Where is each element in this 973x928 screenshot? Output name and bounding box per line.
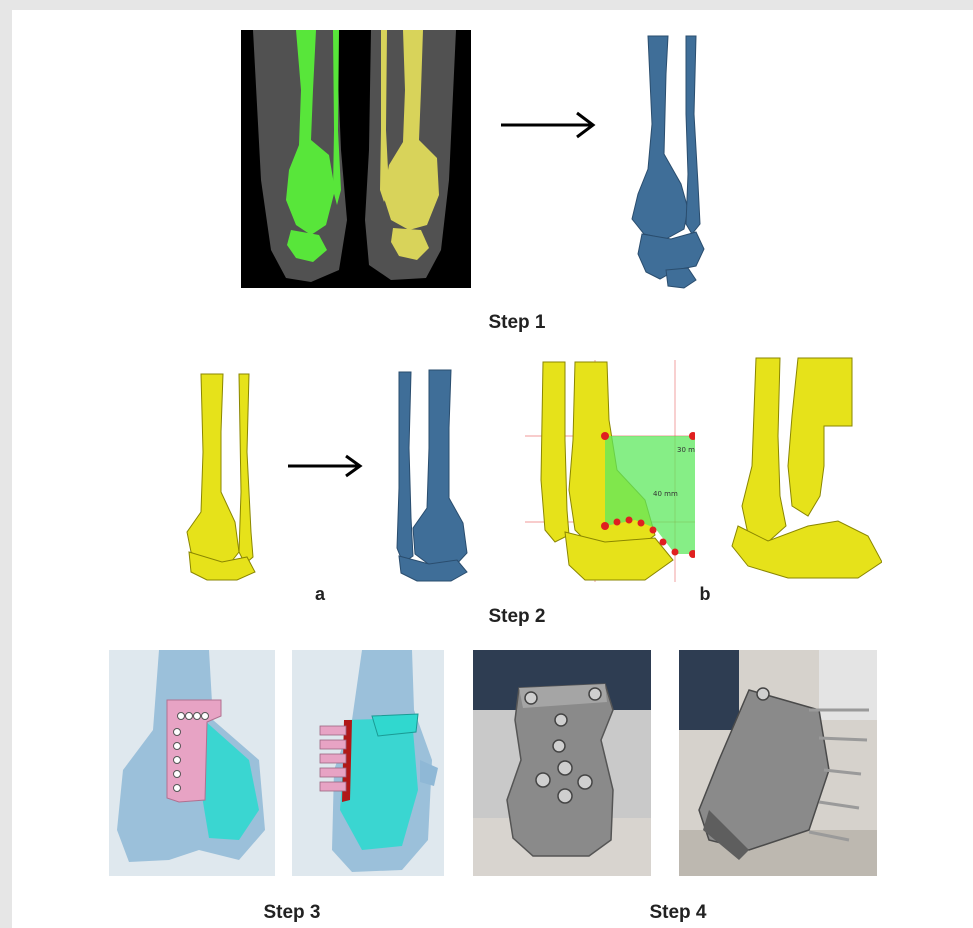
bone-model-blue-mirrored (385, 368, 477, 583)
implant-photo-side (679, 650, 877, 876)
step3-label: Step 3 (232, 902, 352, 924)
step2-arrow (286, 453, 366, 479)
step2-label: Step 2 (457, 606, 577, 628)
bone-model-3d-step1 (626, 34, 726, 290)
guide-model-front (109, 650, 275, 876)
implant-photo-front (473, 650, 651, 876)
bone-model-yellow (177, 372, 267, 582)
height-measurement: 40 mm (653, 490, 678, 498)
step4-label: Step 4 (618, 902, 738, 924)
step1-label: Step 1 (457, 312, 577, 334)
figure-card: Step 1 (12, 10, 973, 928)
sublabel-b: b (690, 584, 720, 605)
ct-scan-image (241, 30, 471, 288)
sublabel-a: a (305, 584, 335, 605)
width-measurement: 30 mm (677, 446, 695, 454)
guide-model-side (292, 650, 444, 876)
resection-planning-model: 30 mm 40 mm (525, 360, 695, 582)
step1-arrow (499, 110, 599, 140)
post-resection-model (728, 356, 882, 580)
